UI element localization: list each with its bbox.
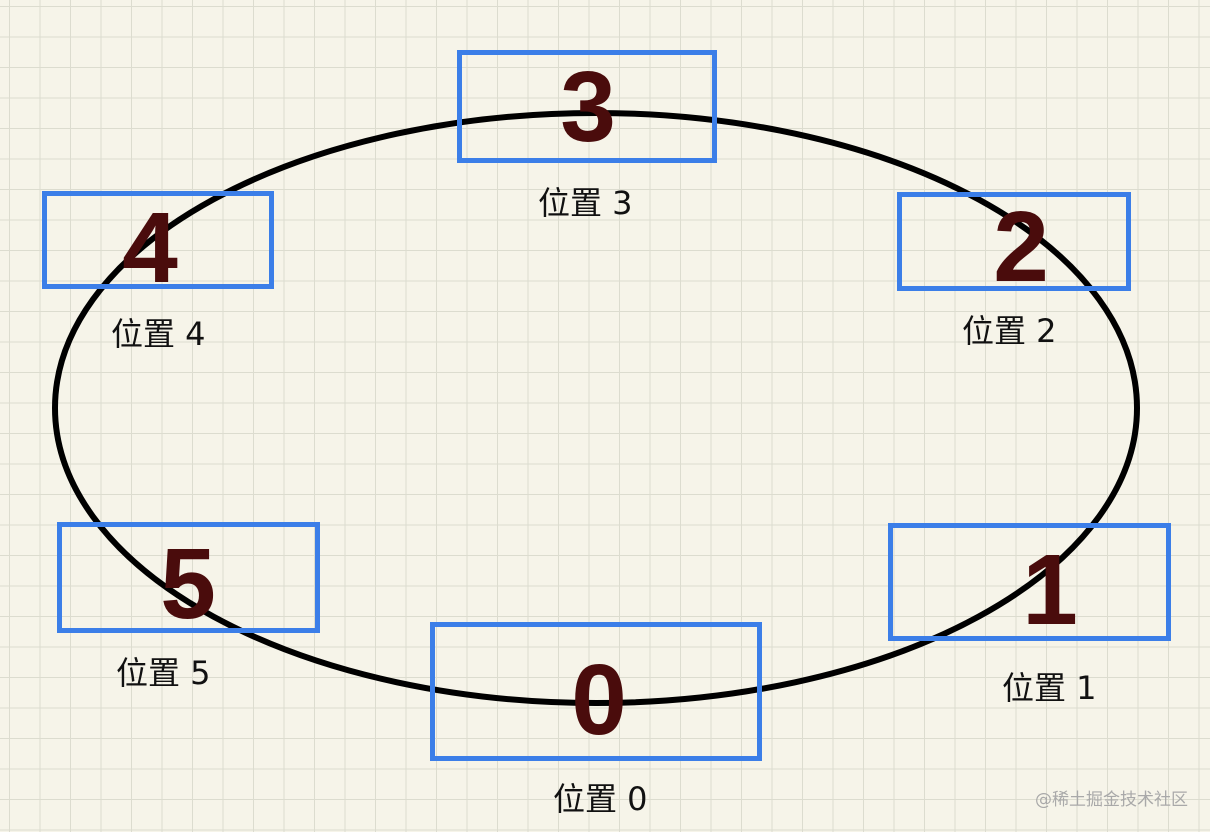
slot-box-2 <box>897 192 1131 291</box>
slot-box-1 <box>888 523 1171 641</box>
slot-box-3 <box>457 50 717 163</box>
slot-label-5: 位置 5 <box>116 654 211 692</box>
slot-box-0 <box>430 622 762 761</box>
slot-label-3: 位置 3 <box>538 184 633 222</box>
slot-label-4: 位置 4 <box>111 315 206 353</box>
slot-number-0: 0 <box>571 644 627 756</box>
slot-number-2: 2 <box>993 191 1049 303</box>
watermark: @稀土掘金技术社区 <box>1035 790 1188 810</box>
slot-number-5: 5 <box>160 528 216 640</box>
slot-number-3: 3 <box>560 51 616 163</box>
slot-box-5 <box>57 522 320 633</box>
slot-number-1: 1 <box>1022 534 1078 646</box>
slot-label-2: 位置 2 <box>962 312 1057 350</box>
slot-box-4 <box>42 191 274 289</box>
slot-label-1: 位置 1 <box>1002 669 1097 707</box>
slot-number-4: 4 <box>122 192 178 304</box>
slot-label-0: 位置 0 <box>553 780 648 818</box>
